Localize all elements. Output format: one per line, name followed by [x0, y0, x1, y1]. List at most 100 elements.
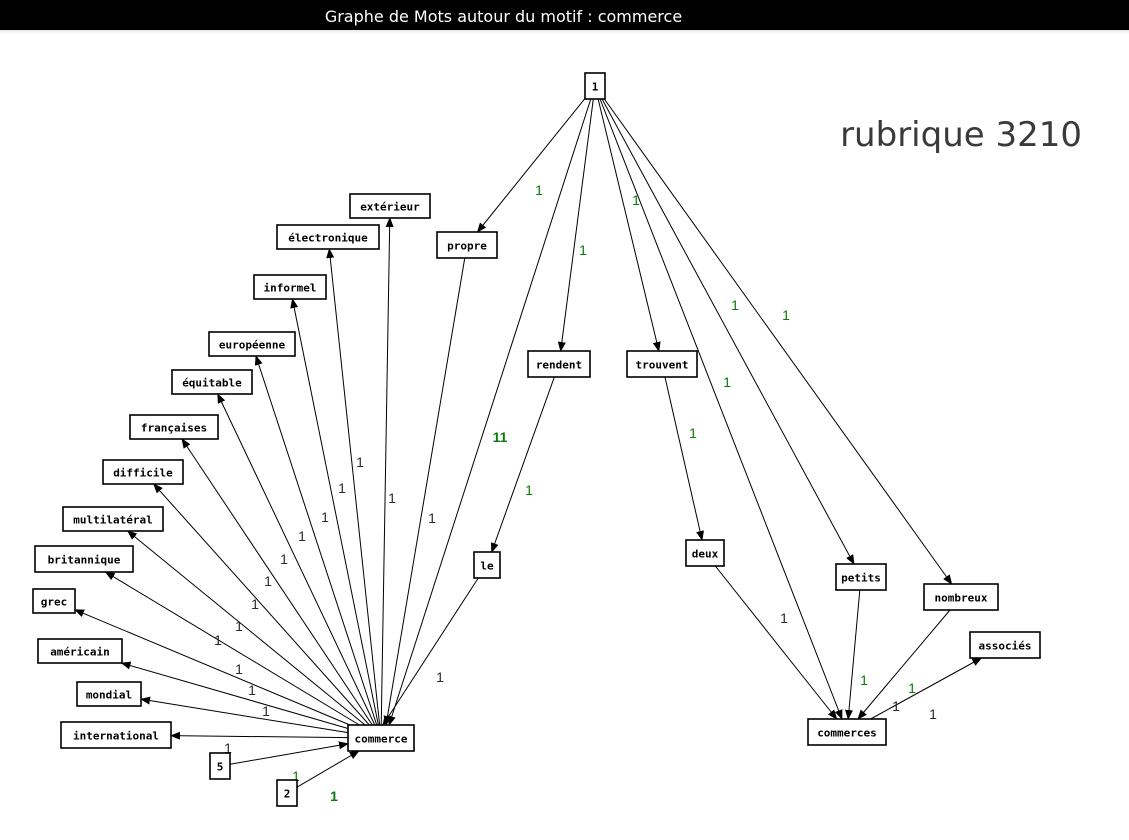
edge-commerce-mondial [140, 696, 349, 734]
node-deux[interactable]: deux [685, 539, 725, 567]
title-bar-shadow [0, 30, 1129, 34]
node-box [32, 588, 76, 614]
node-n2[interactable]: 2 [276, 779, 298, 807]
node-europeenne[interactable]: européenne [208, 331, 296, 357]
node-box [276, 224, 380, 250]
node-box [208, 331, 296, 357]
node-box [209, 752, 231, 780]
edge-arrow [74, 609, 351, 726]
node-francaises[interactable]: françaises [129, 414, 219, 440]
edge-label-nombreux-commerces: 1 [892, 698, 900, 714]
edge-propre-commerce [383, 257, 466, 726]
node-label: nombreux [935, 592, 988, 605]
node-britannique[interactable]: britannique [34, 545, 134, 573]
node-difficile[interactable]: difficile [102, 459, 184, 485]
edge-n1-petits [601, 98, 855, 565]
node-box [347, 724, 415, 752]
edge-arrow [290, 298, 379, 726]
edge-commerce-grec [74, 609, 351, 726]
edges-layer [74, 98, 983, 788]
edge-arrow [476, 98, 586, 233]
node-label: équitable [182, 377, 242, 390]
node-petits[interactable]: petits [835, 563, 887, 591]
node-box [835, 563, 887, 591]
edge-arrow [664, 376, 704, 541]
node-rendent[interactable]: rendent [527, 350, 591, 378]
node-label: multilatéral [73, 514, 152, 527]
window-title: Graphe de Mots autour du motif : commerc… [324, 6, 683, 26]
node-multilateral[interactable]: multilatéral [62, 506, 164, 532]
node-commerce[interactable]: commerce [347, 724, 415, 752]
edge-label-petits-commerces: 1 [860, 672, 868, 688]
node-box [62, 506, 164, 532]
node-trouvent[interactable]: trouvent [626, 350, 698, 378]
edge-commerce-multilateral [126, 530, 366, 726]
rubrique-label: rubrique 3210 [840, 115, 1082, 155]
node-nombreux[interactable]: nombreux [923, 583, 999, 611]
edge-label-commerce-difficile: 1 [264, 573, 272, 589]
node-associes[interactable]: associés [969, 631, 1041, 659]
node-informel[interactable]: informel [253, 274, 327, 300]
edge-arrow [845, 589, 861, 720]
edge-arrow [104, 571, 360, 726]
edge-arrow [229, 741, 349, 765]
node-label: électronique [288, 232, 368, 245]
edge-label-n1-trouvent: 1 [632, 192, 640, 208]
node-electronique[interactable]: électronique [276, 224, 380, 250]
node-label: petits [841, 572, 881, 585]
edge-commerce-britannique [104, 571, 360, 726]
edge-label-n1-commerce: 11 [493, 429, 508, 445]
node-box [129, 414, 219, 440]
node-exterieur[interactable]: extérieur [349, 193, 431, 219]
edge-commerce-europeenne [254, 355, 378, 726]
node-label: informel [264, 282, 317, 295]
node-box [807, 718, 887, 746]
node-label: françaises [141, 422, 207, 435]
edge-label-commerce-international: 1 [262, 703, 270, 719]
node-box [171, 369, 253, 395]
node-box [102, 459, 184, 485]
edge-arrow [153, 483, 370, 726]
node-label: international [73, 730, 159, 743]
node-international[interactable]: international [60, 721, 172, 749]
node-propre[interactable]: propre [436, 231, 498, 259]
edge-label-deux-commerces: 1 [780, 610, 788, 626]
edge-nombreux-commerces [857, 609, 951, 720]
edge-deux-commerces [714, 565, 838, 720]
node-commerces[interactable]: commerces [807, 718, 887, 746]
edge-arrow [126, 530, 366, 726]
node-label: commerce [355, 733, 408, 746]
edge-commerce-exterieur [380, 217, 394, 726]
node-n1[interactable]: 1 [584, 72, 606, 100]
node-label: américain [50, 646, 110, 659]
edge-label-commerce-britannique: 1 [235, 618, 243, 634]
edge-label-rendent-le: 1 [525, 482, 533, 498]
node-mondial[interactable]: mondial [76, 681, 142, 707]
edge-commerce-electronique [326, 248, 381, 726]
edge-label-extra: 1 [929, 706, 937, 722]
edge-label-commerce-equitable: 1 [298, 528, 306, 544]
node-box [436, 231, 498, 259]
node-equitable[interactable]: équitable [171, 369, 253, 395]
edge-arrow [254, 355, 378, 726]
node-box [37, 638, 123, 664]
edge-rendent-le [490, 376, 555, 553]
edge-n2-commerce [296, 750, 360, 788]
node-le[interactable]: le [473, 551, 501, 579]
node-n5[interactable]: 5 [209, 752, 231, 780]
edge-label-commerce-grec: 1 [214, 632, 222, 648]
edge-label-commerces-associes: 1 [908, 680, 916, 696]
node-label: trouvent [636, 359, 689, 372]
node-box [685, 539, 725, 567]
edge-label-n1-petits: 1 [731, 297, 739, 313]
edge-arrow [383, 257, 466, 726]
node-box [584, 72, 606, 100]
node-box [626, 350, 698, 378]
node-grec[interactable]: grec [32, 588, 76, 614]
node-label: 1 [592, 81, 599, 94]
node-americain[interactable]: américain [37, 638, 123, 664]
edge-arrow [217, 393, 376, 726]
